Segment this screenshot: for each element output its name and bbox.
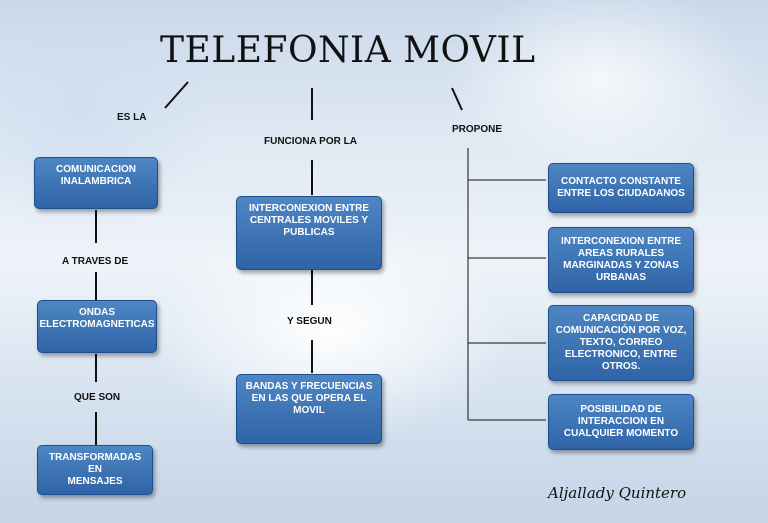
node-transformadas-text: TRANSFORMADAS EN MENSAJES: [48, 452, 142, 487]
node-interconexion-centrales-text: INTERCONEXION ENTRE CENTRALES MOVILES Y …: [248, 203, 369, 238]
node-ondas-text: ONDAS ELECTROMAGNETICAS: [39, 307, 155, 330]
node-comunicacion-text: COMUNICACION INALAMBRICA: [56, 164, 136, 187]
author-signature: Aljallady Quintero: [548, 484, 687, 502]
node-transformadas-en-mensajes: TRANSFORMADAS EN MENSAJES: [37, 445, 153, 495]
page-title: TELEFONIA MOVIL: [160, 30, 536, 71]
label-es-la: ES LA: [117, 112, 147, 123]
node-capacidad-comunicacion: CAPACIDAD DE COMUNICACIÓN POR VOZ, TEXTO…: [548, 305, 694, 381]
label-y-segun: Y SEGUN: [287, 316, 332, 327]
node-posibilidad-interaccion: POSIBILIDAD DE INTERACCION EN CUALQUIER …: [548, 394, 694, 450]
connector-title-propone: [451, 87, 463, 111]
node-posibilidad-text: POSIBILIDAD DE INTERACCION EN CUALQUIER …: [563, 404, 679, 439]
node-interconexion-areas-text: INTERCONEXION ENTRE AREAS RURALES MARGIN…: [560, 236, 681, 283]
node-interconexion-areas: INTERCONEXION ENTRE AREAS RURALES MARGIN…: [548, 227, 694, 293]
node-contacto-constante: CONTACTO CONSTANTE ENTRE LOS CIUDADANOS: [548, 163, 694, 213]
node-interconexion-centrales: INTERCONEXION ENTRE CENTRALES MOVILES Y …: [236, 196, 382, 270]
node-ondas-electromagneticas: ONDAS ELECTROMAGNETICAS: [37, 300, 157, 353]
label-a-traves-de: A TRAVES DE: [62, 256, 129, 267]
node-capacidad-text: CAPACIDAD DE COMUNICACIÓN POR VOZ, TEXTO…: [555, 313, 687, 372]
label-propone: PROPONE: [452, 124, 503, 135]
node-bandas-text: BANDAS Y FRECUENCIAS EN LAS QUE OPERA EL…: [245, 381, 373, 416]
connector-title-es-la: [164, 81, 189, 109]
node-comunicacion-inalambrica: COMUNICACION INALAMBRICA: [34, 157, 158, 209]
label-funciona-por-la: FUNCIONA POR LA: [264, 136, 357, 147]
node-contacto-text: CONTACTO CONSTANTE ENTRE LOS CIUDADANOS: [557, 176, 685, 199]
label-que-son: QUE SON: [74, 392, 121, 403]
node-bandas-frecuencias: BANDAS Y FRECUENCIAS EN LAS QUE OPERA EL…: [236, 374, 382, 444]
